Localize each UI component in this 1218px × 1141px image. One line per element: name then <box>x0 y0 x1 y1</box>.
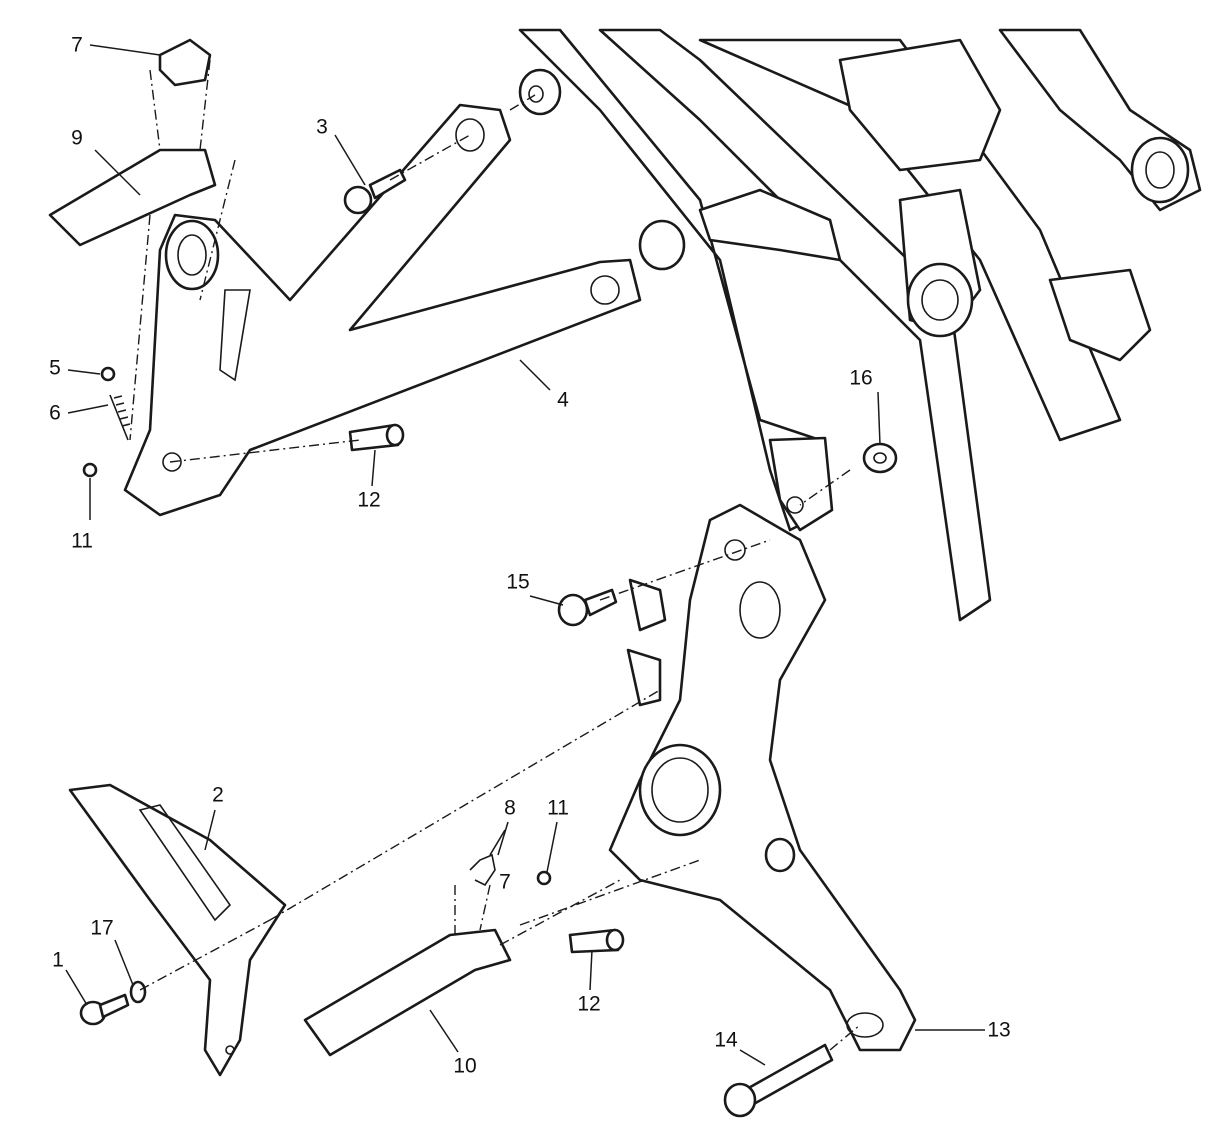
callout-14-bolt: 14 <box>714 1028 738 1052</box>
frame-section <box>518 28 1202 622</box>
leader-lines <box>65 44 985 1066</box>
callout-11-washer-lower: 11 <box>547 796 569 820</box>
washer-11-upper <box>82 462 98 478</box>
callout-12-pin-lower: 12 <box>577 992 601 1016</box>
callout-7-clip: 7 <box>71 33 83 57</box>
washer-11-lower <box>536 870 552 886</box>
bolt-14 <box>723 1043 834 1118</box>
callout-7-clip-lower: 7 <box>499 870 511 894</box>
clip-7-upper <box>158 38 212 87</box>
callout-8-spring: 8 <box>504 796 516 820</box>
callout-15-bolt: 15 <box>506 570 530 594</box>
bolt-3 <box>343 168 407 215</box>
heel-guard-2 <box>68 783 287 1077</box>
screw-1 <box>79 993 130 1026</box>
callout-6-spring: 6 <box>49 401 61 425</box>
bolt-15 <box>557 588 618 627</box>
bushing-16 <box>862 442 898 474</box>
pin-12-upper <box>348 423 405 452</box>
washer-17 <box>129 980 147 1004</box>
footpeg-10 <box>303 928 512 1057</box>
callout-11-washer: 11 <box>71 529 93 553</box>
callout-2-heel-guard: 2 <box>212 783 224 807</box>
callout-4-bracket: 4 <box>557 388 569 412</box>
callout-12-pin: 12 <box>357 488 381 512</box>
assembly-lines <box>129 59 861 1051</box>
pin-12-lower <box>568 928 625 954</box>
callout-5-ball: 5 <box>49 356 61 380</box>
rider-footpeg-bracket-4 <box>123 103 642 517</box>
callout-9-footpeg: 9 <box>71 126 83 150</box>
passenger-footpeg-bracket-13 <box>608 503 917 1052</box>
callout-16-bushing: 16 <box>849 366 873 390</box>
callout-3-bolt: 3 <box>316 115 328 139</box>
callout-10-footpeg: 10 <box>453 1054 477 1078</box>
spring-8 <box>469 829 506 887</box>
callout-13-bracket: 13 <box>987 1018 1011 1042</box>
callout-1-screw: 1 <box>52 948 64 972</box>
ball-5 <box>100 366 116 382</box>
callout-17-washer: 17 <box>90 916 114 940</box>
spring-6 <box>109 394 131 441</box>
